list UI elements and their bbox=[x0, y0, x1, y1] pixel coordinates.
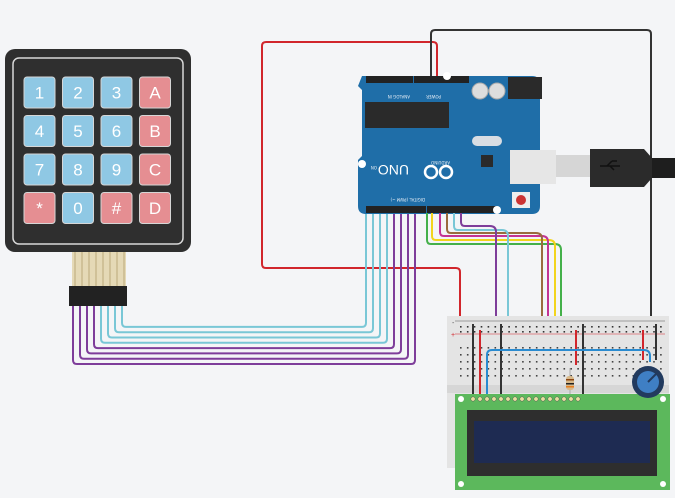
keypad-wire bbox=[72, 213, 416, 365]
key-4[interactable]: 4 bbox=[23, 115, 56, 147]
uno-label: UNO bbox=[378, 162, 409, 178]
key-B[interactable]: B bbox=[139, 115, 171, 147]
key-label: 1 bbox=[35, 84, 44, 103]
key-0[interactable]: 0 bbox=[62, 192, 94, 224]
usb-icon bbox=[600, 160, 620, 171]
lcd-screen bbox=[474, 421, 650, 463]
power-label: POWER bbox=[426, 94, 441, 99]
arduino-uno[interactable]: ANALOG IN POWER UNO ARDUINO DIGITAL (PWM… bbox=[358, 72, 556, 214]
key-label: # bbox=[112, 199, 122, 218]
key-8[interactable]: 8 bbox=[62, 153, 94, 186]
key-*[interactable]: * bbox=[23, 192, 56, 224]
rail-plus-label: + bbox=[451, 332, 455, 339]
key-1[interactable]: 1 bbox=[23, 76, 56, 109]
keypad-ribbon bbox=[69, 252, 127, 306]
lcd-16x2[interactable] bbox=[455, 394, 670, 490]
key-label: C bbox=[149, 161, 161, 180]
key-label: 8 bbox=[73, 161, 82, 180]
keypad[interactable]: 1 2 3 A 4 5 6 B 7 8 9 C * 0 # D bbox=[5, 49, 191, 306]
arduino-logo-icon bbox=[423, 164, 454, 180]
keypad-wire bbox=[86, 213, 402, 355]
lcd-pin bbox=[477, 396, 483, 402]
key-5[interactable]: 5 bbox=[62, 115, 94, 147]
analog-in-label: ANALOG IN bbox=[388, 94, 410, 99]
wire-5v-red[interactable] bbox=[261, 41, 461, 322]
key-3[interactable]: 3 bbox=[100, 76, 133, 109]
key-label: D bbox=[149, 199, 161, 218]
arduino-lcd-wires bbox=[426, 213, 562, 395]
keypad-wire bbox=[114, 213, 374, 334]
arduino-brand: ARDUINO bbox=[431, 160, 450, 165]
keypad-wire bbox=[107, 213, 381, 339]
key-label: 5 bbox=[73, 122, 82, 141]
rail-minus-label: - bbox=[452, 320, 455, 327]
key-label: 4 bbox=[35, 122, 44, 141]
lcd-pin bbox=[526, 396, 532, 402]
key-D[interactable]: D bbox=[139, 192, 171, 224]
lcd-pin bbox=[512, 396, 518, 402]
key-label: 6 bbox=[112, 122, 121, 141]
key-label: B bbox=[149, 122, 160, 141]
key-label: 7 bbox=[35, 161, 44, 180]
power-jack bbox=[508, 77, 542, 99]
key-label: * bbox=[36, 199, 43, 218]
digital-label: DIGITAL (PWM ~) bbox=[390, 197, 425, 202]
lcd-pin bbox=[491, 396, 497, 402]
keypad-wire bbox=[121, 213, 367, 328]
lcd-pin bbox=[470, 396, 476, 402]
lcd-pin bbox=[568, 396, 574, 402]
lcd-pin bbox=[575, 396, 581, 402]
lcd-pin bbox=[533, 396, 539, 402]
breadboard-wires bbox=[472, 324, 657, 398]
key-2[interactable]: 2 bbox=[62, 76, 94, 109]
key-9[interactable]: 9 bbox=[100, 153, 133, 186]
wire-gnd-black[interactable] bbox=[430, 29, 652, 322]
resistor[interactable] bbox=[566, 368, 574, 398]
usb-cable[interactable] bbox=[556, 149, 675, 187]
keypad-wire bbox=[100, 213, 388, 344]
lcd-pin bbox=[505, 396, 511, 402]
lcd-pin bbox=[498, 396, 504, 402]
keypad-wire bbox=[79, 213, 409, 360]
lcd-pin bbox=[484, 396, 490, 402]
lcd-pin bbox=[554, 396, 560, 402]
on-label: ON bbox=[371, 165, 377, 170]
lcd-pin bbox=[561, 396, 567, 402]
key-label: A bbox=[149, 84, 161, 103]
key-C[interactable]: C bbox=[139, 153, 171, 186]
key-#[interactable]: # bbox=[100, 192, 133, 224]
key-A[interactable]: A bbox=[139, 76, 171, 109]
potentiometer[interactable] bbox=[632, 366, 664, 398]
keypad-wire bbox=[93, 213, 395, 350]
usb-port bbox=[510, 150, 556, 184]
key-label: 3 bbox=[112, 84, 121, 103]
key-6[interactable]: 6 bbox=[100, 115, 133, 147]
lcd-pin bbox=[547, 396, 553, 402]
lcd-pin bbox=[540, 396, 546, 402]
key-label: 0 bbox=[73, 199, 82, 218]
key-7[interactable]: 7 bbox=[23, 153, 56, 186]
key-label: 9 bbox=[112, 161, 121, 180]
keypad-wires bbox=[72, 213, 416, 365]
key-label: 2 bbox=[73, 84, 82, 103]
lcd-pin bbox=[519, 396, 525, 402]
